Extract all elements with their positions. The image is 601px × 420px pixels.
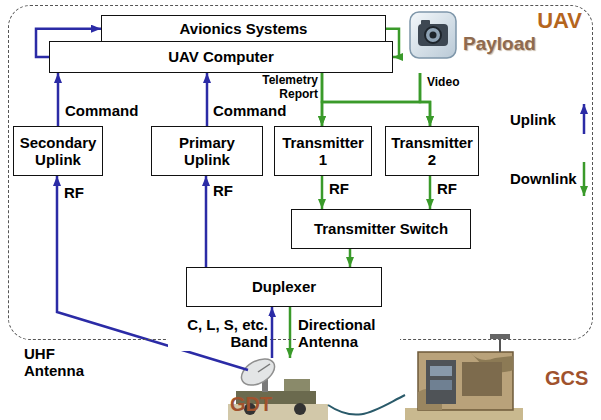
box-label: Avionics Systems: [180, 20, 308, 37]
process-box: Secondary Uplink: [13, 126, 103, 176]
process-box: Primary Uplink: [151, 126, 263, 176]
payload-icon: [410, 12, 456, 58]
process-box: UAV Computer: [49, 41, 393, 73]
edge-label: RF: [435, 180, 459, 197]
uav-region: UAV Avionics SystemsUAV Computer PayloadSe…: [8, 5, 593, 340]
process-box: Duplexer: [186, 267, 382, 307]
legend-label: Uplink: [508, 111, 558, 128]
edge-label: Video: [425, 76, 461, 90]
edge-label: Command: [63, 102, 140, 119]
legend-arrows: [584, 104, 585, 196]
cable-line: [328, 395, 405, 415]
payload-node: Payload: [409, 11, 539, 73]
gdt-illustration: [228, 353, 328, 420]
signal-arrow: [271, 307, 274, 358]
annotation-label: C, L, S, etc. Band: [168, 316, 270, 351]
signal-arrow: [349, 249, 352, 267]
signal-arrow: [289, 307, 292, 358]
process-box: Transmitter 1: [274, 126, 372, 176]
edge-label: RF: [62, 184, 86, 201]
process-box: Transmitter Switch: [291, 209, 471, 249]
edge-label: Command: [211, 102, 288, 119]
box-label: Transmitter Switch: [314, 220, 448, 237]
legend-label: Downlink: [508, 170, 579, 187]
edge-label: Telemetry Report: [250, 74, 320, 102]
signal-arrow: [205, 176, 208, 267]
node-title: GCS: [545, 367, 588, 390]
annotation-label: UHF Antenna: [22, 345, 98, 380]
ground-station: GCS: [405, 345, 595, 420]
box-label: Primary Uplink: [156, 134, 258, 169]
edge-label: RF: [327, 180, 351, 197]
box-label: Duplexer: [252, 278, 316, 295]
annotation-label: Directional Antenna: [296, 316, 400, 351]
signal-arrow: [429, 176, 432, 209]
box-label: Transmitter 1: [279, 134, 367, 169]
box-label: UAV Computer: [168, 48, 274, 65]
node-title: UAV: [537, 8, 582, 34]
box-label: Secondary Uplink: [18, 134, 98, 169]
signal-arrow: [57, 73, 60, 126]
signal-arrow: [322, 73, 420, 126]
edge-label: RF: [211, 182, 235, 199]
node-title: GDT: [230, 393, 272, 416]
process-box: Transmitter 2: [385, 126, 479, 176]
process-box: Avionics Systems: [101, 15, 386, 42]
signal-arrow: [321, 176, 324, 209]
box-label: Transmitter 2: [390, 134, 474, 169]
gcs-illustration: [405, 334, 523, 420]
signal-arrow: [322, 73, 430, 126]
node-title: Payload: [463, 33, 536, 55]
ground-terminal: GDT: [228, 358, 328, 420]
signal-arrow: [206, 73, 209, 126]
